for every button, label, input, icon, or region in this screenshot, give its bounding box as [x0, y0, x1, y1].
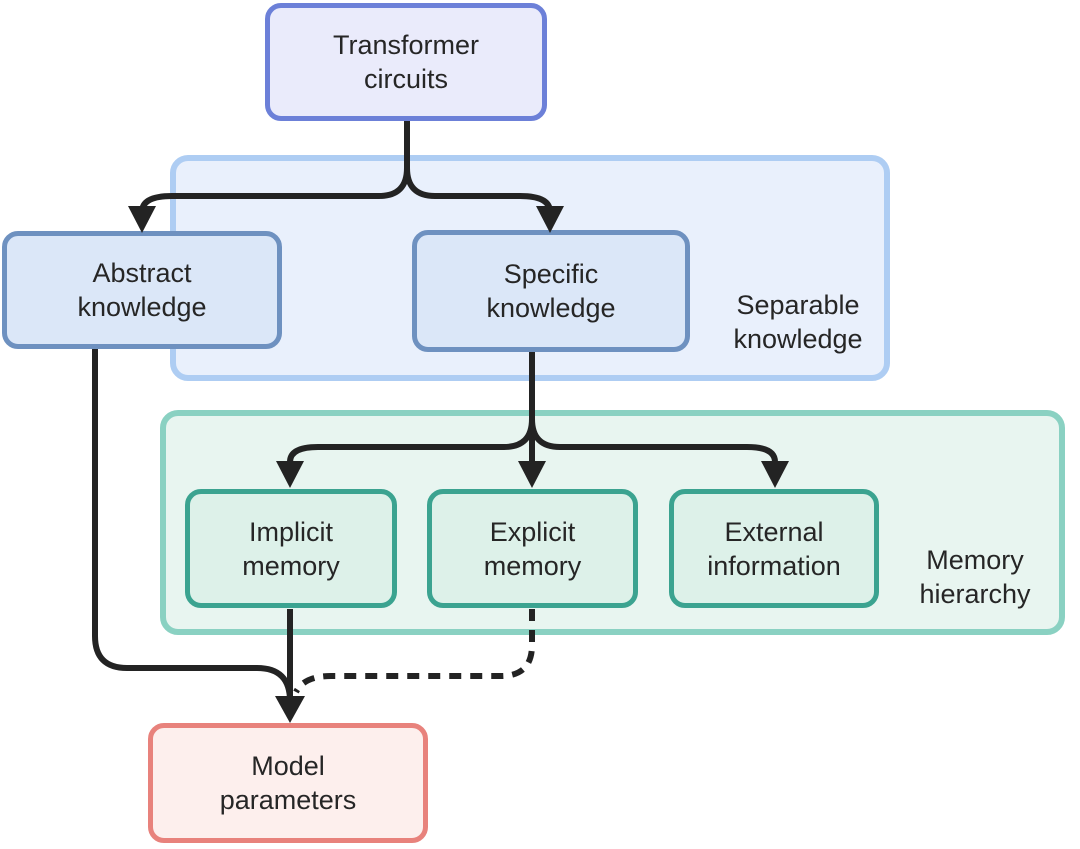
arrowhead-model [275, 696, 305, 723]
node-external-information: External information [669, 489, 879, 608]
node-explicit-memory-label: Explicit memory [483, 516, 582, 581]
node-specific-knowledge: Specific knowledge [412, 230, 690, 352]
node-transformer-circuits-label: Transformer circuits [332, 30, 480, 94]
memory-hierarchy-group-label: Memory hierarchy [919, 545, 1031, 609]
separable-knowledge-group-label: Separable knowledge [733, 290, 863, 354]
node-abstract-knowledge: Abstract knowledge [2, 231, 282, 349]
node-model-parameters-label: Model parameters [219, 751, 357, 815]
node-specific-knowledge-label: Specific knowledge [486, 259, 616, 323]
node-explicit-memory: Explicit memory [427, 489, 638, 608]
node-abstract-knowledge-label: Abstract knowledge [77, 258, 207, 322]
arrowhead-abstract [128, 206, 156, 233]
node-implicit-memory: Implicit memory [185, 489, 397, 608]
node-implicit-memory-label: Implicit memory [242, 516, 340, 581]
node-external-information-label: External information [707, 516, 841, 581]
node-model-parameters: Model parameters [148, 723, 428, 843]
node-transformer-circuits: Transformer circuits [265, 3, 547, 121]
